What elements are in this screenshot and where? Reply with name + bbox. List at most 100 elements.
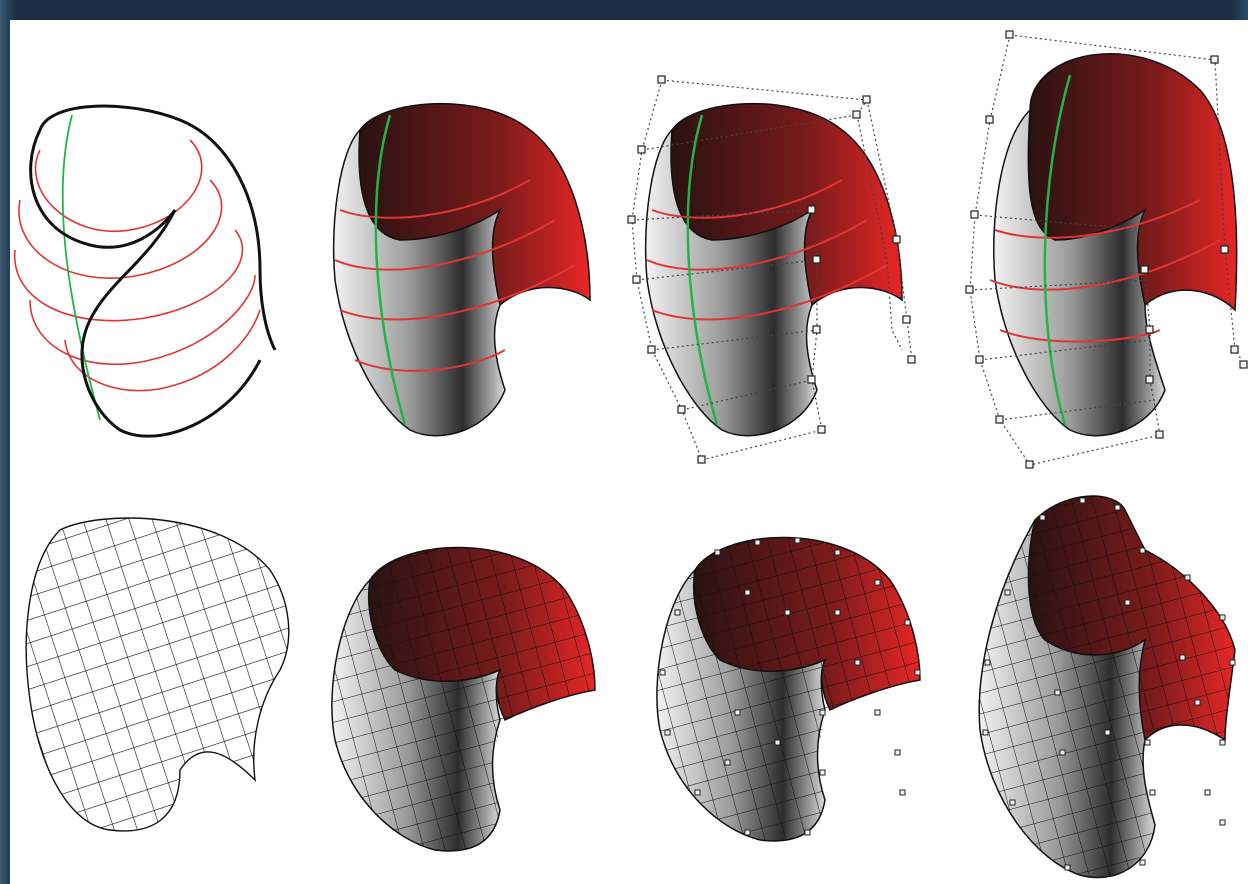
control-point-icon[interactable] xyxy=(1220,245,1229,254)
control-point-icon[interactable] xyxy=(982,729,989,736)
control-point-icon[interactable] xyxy=(812,325,821,334)
section-curve xyxy=(18,179,223,279)
control-point-icon[interactable] xyxy=(697,455,706,464)
section-curve xyxy=(339,179,531,219)
control-point-icon[interactable] xyxy=(894,749,901,756)
control-point-icon[interactable] xyxy=(985,115,994,124)
control-point-icon[interactable] xyxy=(984,659,991,666)
control-point-icon[interactable] xyxy=(1219,739,1226,746)
control-point-icon[interactable] xyxy=(1145,325,1154,334)
control-point-icon[interactable] xyxy=(694,789,701,796)
control-point-icon[interactable] xyxy=(1149,789,1156,796)
control-point-icon[interactable] xyxy=(724,759,731,766)
control-point-icon[interactable] xyxy=(1230,345,1239,354)
control-point-icon[interactable] xyxy=(907,355,916,364)
control-point-icon[interactable] xyxy=(914,669,921,676)
control-point-icon[interactable] xyxy=(714,549,721,556)
control-point-icon[interactable] xyxy=(874,579,881,586)
control-point-icon[interactable] xyxy=(1139,859,1146,866)
control-point-icon[interactable] xyxy=(632,275,641,284)
control-point-icon[interactable] xyxy=(862,95,871,104)
control-point-icon[interactable] xyxy=(1144,739,1151,746)
control-point-icon[interactable] xyxy=(819,709,826,716)
panel-mesh-control-points xyxy=(635,510,925,855)
control-point-icon[interactable] xyxy=(1204,789,1211,796)
control-point-icon[interactable] xyxy=(804,829,811,836)
control-point-icon[interactable] xyxy=(1239,360,1248,369)
control-point-icon[interactable] xyxy=(854,659,861,666)
control-point-icon[interactable] xyxy=(892,235,901,244)
control-point-icon[interactable] xyxy=(1139,547,1146,554)
control-point-icon[interactable] xyxy=(819,769,826,776)
control-point-icon[interactable] xyxy=(1005,30,1014,39)
control-point-icon[interactable] xyxy=(659,669,666,676)
control-point-icon[interactable] xyxy=(1194,699,1201,706)
spine-curve xyxy=(1043,74,1072,426)
control-point-icon[interactable] xyxy=(1064,864,1071,871)
control-point-icon[interactable] xyxy=(965,285,974,294)
panel-wireframe-curves xyxy=(10,90,290,440)
control-point-icon[interactable] xyxy=(657,75,666,84)
section-curve xyxy=(334,219,556,271)
flat-shaded-mesh-svg xyxy=(331,546,596,852)
control-point-icon[interactable] xyxy=(975,355,984,364)
control-point-icon[interactable] xyxy=(1184,574,1191,581)
control-point-icon[interactable] xyxy=(995,415,1004,424)
wireframe-curves-svg xyxy=(14,104,277,438)
control-point-icon[interactable] xyxy=(647,345,656,354)
control-point-icon[interactable] xyxy=(874,709,881,716)
control-point-icon[interactable] xyxy=(1124,599,1131,606)
control-point-icon[interactable] xyxy=(1079,497,1086,504)
mesh-grid xyxy=(26,518,289,831)
control-point-icon[interactable] xyxy=(1210,55,1219,64)
control-point-icon[interactable] xyxy=(674,609,681,616)
control-point-icon[interactable] xyxy=(1009,799,1016,806)
control-point-icon[interactable] xyxy=(677,405,686,414)
panel-quad-mesh-wireframe xyxy=(10,510,300,840)
control-point-icon[interactable] xyxy=(627,215,636,224)
control-point-icon[interactable] xyxy=(1039,514,1046,521)
control-point-icon[interactable] xyxy=(852,110,861,119)
control-point-icon[interactable] xyxy=(817,425,826,434)
control-point-icon[interactable] xyxy=(734,709,741,716)
outer-surface xyxy=(332,128,506,437)
control-point-icon[interactable] xyxy=(744,589,751,596)
control-point-icon[interactable] xyxy=(1145,375,1154,384)
section-curve xyxy=(354,349,506,372)
section-curve xyxy=(339,264,576,321)
section-curve xyxy=(34,139,203,233)
control-point-icon[interactable] xyxy=(1004,589,1011,596)
control-point-icon[interactable] xyxy=(1179,654,1186,661)
control-point-icon[interactable] xyxy=(1140,265,1149,274)
control-point-icon[interactable] xyxy=(794,537,801,544)
control-point-icon[interactable] xyxy=(754,539,761,546)
control-point-icon[interactable] xyxy=(1114,504,1121,511)
control-point-icon[interactable] xyxy=(812,255,821,264)
section-curve xyxy=(29,274,256,366)
control-point-icon[interactable] xyxy=(1219,614,1226,621)
control-point-icon[interactable] xyxy=(664,729,671,736)
control-point-icon[interactable] xyxy=(744,829,751,836)
mesh-grid xyxy=(979,496,1235,878)
control-point-icon[interactable] xyxy=(834,549,841,556)
control-point-icon[interactable] xyxy=(784,609,791,616)
control-point-icon[interactable] xyxy=(1025,460,1034,469)
control-point-icon[interactable] xyxy=(902,315,911,324)
outer-surface xyxy=(993,108,1166,437)
control-point-icon[interactable] xyxy=(1059,749,1066,756)
control-point-icon[interactable] xyxy=(1104,729,1111,736)
section-curve xyxy=(651,179,843,219)
control-point-icon[interactable] xyxy=(807,375,816,384)
control-point-icon[interactable] xyxy=(899,789,906,796)
control-point-icon[interactable] xyxy=(807,205,816,214)
control-point-icon[interactable] xyxy=(637,145,646,154)
control-point-icon[interactable] xyxy=(970,210,979,219)
control-point-icon[interactable] xyxy=(834,609,841,616)
control-point-icon[interactable] xyxy=(774,739,781,746)
control-point-icon[interactable] xyxy=(904,619,911,626)
control-point-icon[interactable] xyxy=(1229,659,1236,666)
control-point-icon[interactable] xyxy=(1219,819,1226,826)
control-point-icon[interactable] xyxy=(1054,689,1061,696)
control-point-icon[interactable] xyxy=(1155,430,1164,439)
